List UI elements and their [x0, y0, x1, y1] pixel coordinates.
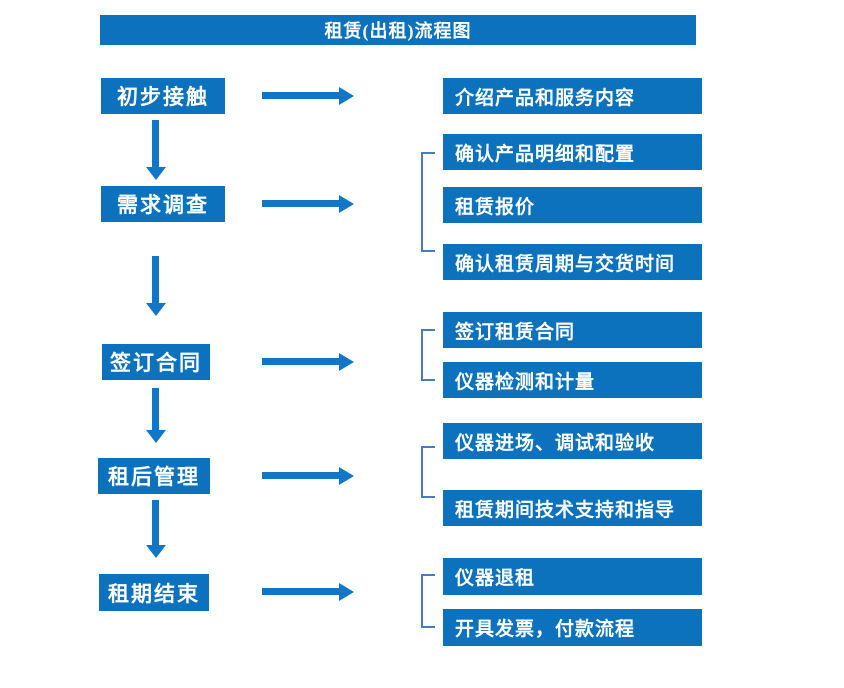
arrow-right-4	[262, 467, 354, 485]
arrow-stem	[262, 358, 341, 365]
arrow-down-2	[146, 256, 166, 316]
arrow-stem	[152, 500, 159, 546]
stage-box-lease-end: 租期结束	[99, 574, 209, 611]
arrow-stem	[262, 92, 341, 99]
output-box-2-1: 确认产品明细和配置	[443, 134, 702, 170]
arrow-stem	[152, 256, 159, 304]
stage-box-demand-survey: 需求调查	[101, 186, 225, 222]
arrow-head	[146, 430, 166, 443]
arrow-head	[339, 87, 354, 105]
group-bracket-4	[421, 446, 435, 498]
arrow-right-3	[262, 353, 354, 371]
arrow-stem	[262, 472, 341, 479]
stage-box-sign-contract: 签订合同	[102, 344, 210, 380]
output-box-4-1: 仪器进场、调试和验收	[443, 423, 702, 459]
arrow-down-3	[146, 388, 166, 443]
arrow-right-2	[262, 195, 354, 213]
arrow-down-1	[146, 120, 166, 180]
arrow-head	[146, 167, 166, 180]
output-box-3-2: 仪器检测和计量	[443, 362, 702, 398]
arrow-head	[339, 353, 354, 371]
stage-box-post-rental-management: 租后管理	[98, 458, 210, 494]
output-box-2-2: 租赁报价	[443, 187, 702, 223]
group-bracket-5	[421, 574, 435, 628]
arrow-stem	[152, 388, 159, 431]
output-box-1-1: 介绍产品和服务内容	[443, 78, 702, 114]
output-box-5-2: 开具发票，付款流程	[443, 609, 702, 646]
arrow-head	[146, 545, 166, 558]
arrow-right-1	[262, 87, 354, 105]
stage-box-initial-contact: 初步接触	[101, 78, 225, 114]
arrow-right-5	[262, 583, 354, 601]
output-box-4-2: 租赁期间技术支持和指导	[443, 490, 702, 526]
output-box-2-3: 确认租赁周期与交货时间	[443, 244, 702, 280]
arrow-stem	[262, 588, 341, 595]
arrow-stem	[262, 200, 341, 207]
group-bracket-3	[421, 329, 435, 381]
arrow-down-4	[146, 500, 166, 558]
arrow-head	[339, 467, 354, 485]
group-bracket-2	[421, 152, 435, 252]
arrow-head	[339, 583, 354, 601]
diagram-title: 租赁(出租)流程图	[100, 15, 696, 45]
arrow-stem	[152, 120, 159, 168]
output-box-3-1: 签订租赁合同	[443, 312, 702, 348]
output-box-5-1: 仪器退租	[443, 558, 702, 595]
arrow-head	[339, 195, 354, 213]
arrow-head	[146, 303, 166, 316]
